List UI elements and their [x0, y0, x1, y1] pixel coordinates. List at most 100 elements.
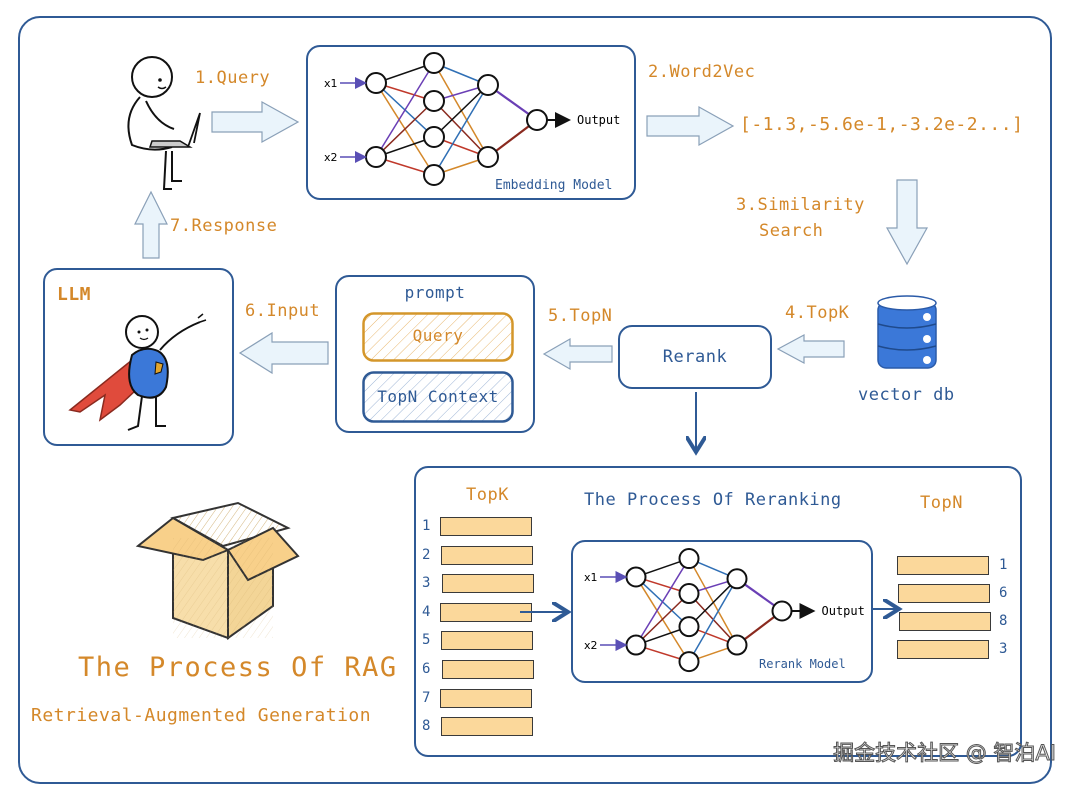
rag-subtitle: Retrieval-Augmented Generation [31, 705, 372, 726]
llm-label: LLM [57, 284, 92, 305]
topk-slot [441, 545, 533, 565]
topk-header: TopK [466, 485, 509, 505]
input-label: x1 [324, 77, 338, 90]
user-icon [127, 56, 201, 190]
network-edge [375, 62, 435, 158]
arrow-down-thin-icon [688, 392, 704, 454]
step-query-label: 1.Query [195, 68, 271, 88]
network-node [423, 90, 445, 112]
superhero-icon [68, 313, 207, 431]
arrow-right-thin-icon [873, 601, 901, 617]
prompt-query-label: Query [412, 326, 464, 345]
network-edge [635, 558, 690, 646]
topk-slot [440, 688, 532, 708]
topk-slot [441, 631, 533, 651]
arrow-left-icon [542, 337, 613, 371]
step-input-label: 6.Input [245, 301, 321, 321]
network-node [423, 126, 445, 148]
topn-rank-number: 1 [999, 557, 1008, 573]
topk-rank-number: 7 [422, 689, 431, 706]
topk-rank-number: 2 [422, 546, 431, 563]
network-node [477, 146, 499, 168]
network-node [477, 74, 499, 96]
network-edge [635, 592, 690, 646]
embedding-model-label: Embedding Model [495, 178, 613, 193]
network-node [678, 548, 700, 570]
step-topk-label: 4.TopK [785, 303, 850, 323]
input-label: x2 [324, 151, 338, 164]
topk-slot [440, 517, 532, 536]
topk-rank-number: 6 [422, 661, 431, 677]
topn-slot [897, 556, 989, 575]
network-node [678, 583, 700, 605]
network-edge [688, 578, 738, 628]
network-node [365, 146, 387, 168]
input-label: x2 [584, 639, 598, 652]
topn-slot [897, 640, 989, 659]
database-icon [877, 295, 937, 369]
prompt-context-label: TopN Context [377, 387, 499, 406]
rerank-label: Rerank [662, 347, 728, 367]
topk-rank-number: 3 [422, 575, 431, 592]
topn-header: TopN [920, 493, 963, 513]
network-edge [375, 100, 435, 158]
step-similarity-label-2: Search [759, 221, 824, 241]
network-edge [433, 84, 489, 138]
topk-rank-number: 8 [422, 718, 431, 735]
watermark: 掘金技术社区 @ 智泊AI [833, 741, 1057, 766]
rerank-model-box: Rerank Model [571, 540, 873, 683]
arrow-right-icon [646, 105, 735, 147]
network-node [423, 52, 445, 74]
prompt-query-block [362, 312, 514, 362]
network-node [771, 600, 793, 622]
network-edge [433, 84, 489, 176]
reranking-title: The Process Of Reranking [584, 490, 842, 510]
output-label: Output [822, 604, 865, 618]
topk-rank-number: 5 [422, 632, 431, 649]
topk-slot [442, 660, 534, 679]
arrow-right-icon [211, 100, 300, 144]
embedding-model-box: Embedding Model [306, 45, 636, 200]
topn-rank-number: 6 [999, 585, 1008, 601]
step-topn-label: 5.TopN [548, 306, 613, 326]
vector-db-label: vector db [858, 385, 955, 405]
network-node [625, 634, 647, 656]
topn-slot [898, 584, 990, 603]
network-node [365, 72, 387, 94]
embedding-network-diagram: x1 x2 Output [324, 52, 620, 186]
rag-title: The Process Of RAG [78, 652, 398, 683]
network-node [726, 634, 748, 656]
arrow-up-icon [134, 190, 168, 259]
topk-slot [441, 717, 533, 737]
topk-slot [442, 574, 534, 594]
prompt-title: prompt [404, 283, 466, 302]
output-label: Output [577, 113, 620, 127]
step-similarity-label-1: 3.Similarity [736, 195, 865, 215]
network-edge [688, 578, 738, 662]
topn-slot [899, 612, 991, 631]
arrow-down-icon [885, 179, 929, 266]
rerank-box: Rerank [618, 325, 772, 389]
topk-rank-number: 4 [422, 603, 431, 620]
network-node [625, 566, 647, 588]
topn-rank-number: 3 [999, 641, 1008, 657]
topk-slot [440, 602, 532, 622]
arrow-right-thin-icon [520, 604, 570, 620]
vector-example: [-1.3,-5.6e-1,-3.2e-2...] [740, 114, 1024, 135]
arrow-left-icon [776, 333, 845, 365]
network-node [423, 164, 445, 186]
input-label: x1 [584, 571, 598, 584]
open-box-icon [135, 501, 300, 640]
network-node [678, 651, 700, 673]
network-node [726, 568, 748, 590]
step-word2vec-label: 2.Word2Vec [648, 62, 756, 82]
topk-rank-number: 1 [422, 518, 431, 534]
step-response-label: 7.Response [170, 216, 278, 236]
rerank-model-label: Rerank Model [759, 657, 846, 671]
network-node [526, 109, 548, 131]
topn-rank-number: 8 [999, 613, 1008, 629]
rerank-network-diagram: x1 x2 Output [584, 548, 865, 673]
main-frame [18, 16, 1052, 784]
network-node [678, 616, 700, 638]
arrow-left-icon [238, 331, 329, 375]
